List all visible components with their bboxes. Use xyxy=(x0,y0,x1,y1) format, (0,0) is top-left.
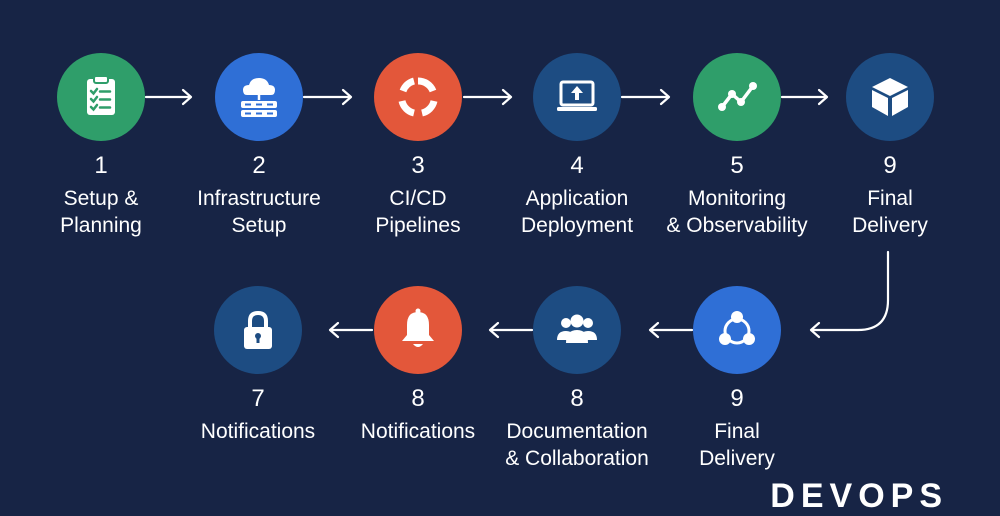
step-number: 4 xyxy=(570,152,584,179)
step-number: 9 xyxy=(730,385,744,412)
step-circle xyxy=(374,286,462,374)
connector-turn xyxy=(810,250,890,332)
arrowhead-7-8 xyxy=(648,321,660,339)
step-circle xyxy=(846,53,934,141)
cloud-servers-icon xyxy=(241,78,277,117)
step-number: 8 xyxy=(570,385,584,412)
step-label: Setup &Planning xyxy=(60,187,142,237)
step-number: 2 xyxy=(252,152,266,179)
cycle-icon xyxy=(398,77,438,117)
arrowhead-turn xyxy=(809,321,821,339)
step-circle xyxy=(57,53,145,141)
step-number: 3 xyxy=(411,152,425,179)
line-graph-icon xyxy=(718,82,757,111)
step-number: 7 xyxy=(251,385,265,412)
step-notifications-7: 7 Notifications xyxy=(173,286,343,445)
step-circle xyxy=(215,53,303,141)
step-number: 1 xyxy=(94,152,108,179)
step-monitoring-observability: 5 Monitoring& Observability xyxy=(652,53,822,239)
arrowhead-3-4 xyxy=(501,88,513,106)
box-icon xyxy=(872,78,908,116)
step-number: 8 xyxy=(411,385,425,412)
bell-icon xyxy=(402,308,434,347)
laptop-upload-icon xyxy=(557,80,597,111)
step-circle xyxy=(693,286,781,374)
brand-watermark: DEVOPS xyxy=(770,477,948,515)
step-circle xyxy=(533,53,621,141)
step-notifications-8: 8 Notifications xyxy=(333,286,503,445)
step-circle xyxy=(693,53,781,141)
clipboard-checklist-icon xyxy=(87,75,115,115)
step-circle xyxy=(533,286,621,374)
step-documentation-collaboration: 8 Documentation& Collaboration xyxy=(492,286,662,472)
arrowhead-2-3 xyxy=(341,88,353,106)
padlock-icon xyxy=(244,310,272,349)
arrowhead-4-5 xyxy=(659,88,671,106)
step-label: Documentation& Collaboration xyxy=(505,420,649,470)
step-number: 9 xyxy=(883,152,897,179)
team-icon xyxy=(557,314,597,343)
step-circle xyxy=(374,53,462,141)
step-label: Monitoring& Observability xyxy=(666,187,808,237)
step-label: Notifications xyxy=(360,420,476,443)
arrowhead-8-9 xyxy=(488,321,500,339)
step-label: Notifications xyxy=(200,420,316,443)
step-number: 5 xyxy=(730,152,744,179)
arrowhead-1-2 xyxy=(181,88,193,106)
step-setup-planning: 1 Setup &Planning xyxy=(16,53,186,239)
step-circle xyxy=(214,286,302,374)
flow-arrows xyxy=(144,88,890,339)
arrowhead-9-10 xyxy=(328,321,340,339)
network-nodes-icon xyxy=(719,311,755,345)
arrowhead-5-6 xyxy=(817,88,829,106)
